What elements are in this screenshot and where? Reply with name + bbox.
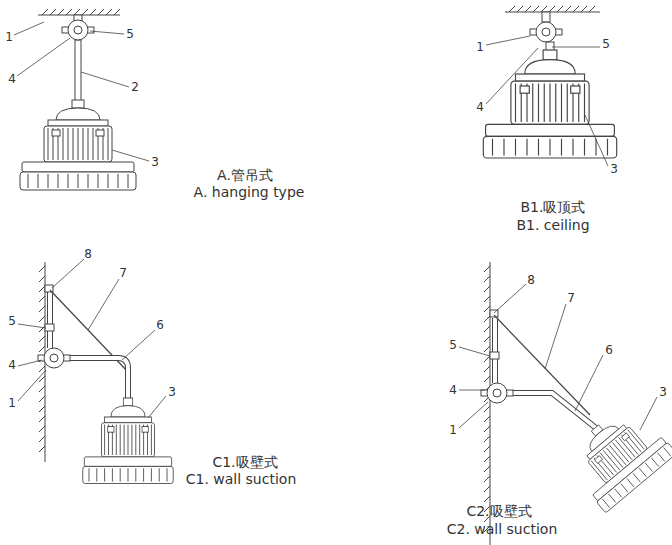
callout-number: 3 bbox=[168, 386, 176, 399]
callout-number: 8 bbox=[527, 274, 535, 287]
callout-number: 4 bbox=[8, 359, 16, 372]
callout-number: 5 bbox=[8, 315, 16, 328]
caption-text: C2. wall suction bbox=[447, 522, 558, 537]
callout-number: 6 bbox=[605, 344, 613, 357]
callout-number: 2 bbox=[131, 81, 139, 94]
callout-number: 1 bbox=[5, 31, 13, 44]
callout-number: 5 bbox=[602, 38, 610, 51]
callout-number: 4 bbox=[476, 101, 484, 114]
caption-text: C1. wall suction bbox=[186, 472, 297, 487]
callout-number: 5 bbox=[449, 339, 457, 352]
callout-number: 4 bbox=[8, 73, 16, 86]
callout-number: 7 bbox=[119, 267, 127, 280]
callout-number: 3 bbox=[610, 163, 618, 176]
caption-text: B1.吸顶式 bbox=[521, 200, 586, 215]
callout-number: 1 bbox=[449, 424, 457, 437]
callout-number: 5 bbox=[126, 28, 134, 41]
callout-number: 1 bbox=[476, 41, 484, 54]
callout-number: 3 bbox=[151, 156, 159, 169]
callout-number: 4 bbox=[449, 384, 457, 397]
caption-text: A. hanging type bbox=[194, 185, 305, 200]
caption-text: C2.吸壁式 bbox=[466, 504, 531, 519]
callout-number: 7 bbox=[567, 292, 575, 305]
caption-text: A.管吊式 bbox=[217, 168, 273, 183]
callout-number: 8 bbox=[84, 248, 92, 261]
callout-number: 6 bbox=[156, 319, 164, 332]
callout-number: 3 bbox=[659, 386, 667, 399]
caption-text: C1.吸壁式 bbox=[212, 455, 277, 470]
callout-number: 1 bbox=[8, 397, 16, 410]
caption-text: B1. ceiling bbox=[516, 218, 589, 233]
